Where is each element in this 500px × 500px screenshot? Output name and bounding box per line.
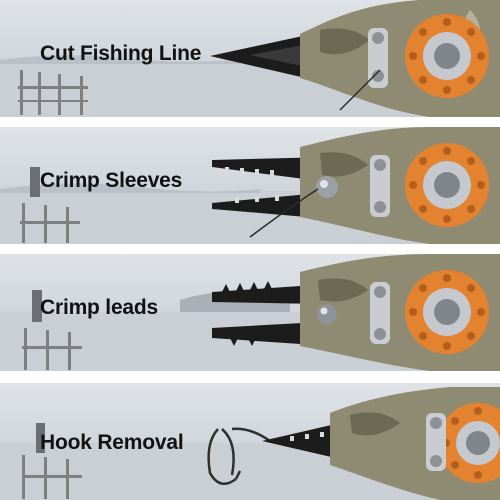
pliers-holding-hook-illustration bbox=[0, 387, 500, 500]
panel-crimp-leads: Crimp leads bbox=[0, 254, 500, 371]
feature-label: Crimp leads bbox=[40, 296, 159, 319]
dock-posts bbox=[20, 167, 80, 243]
pliers-crimping-lead-illustration bbox=[0, 254, 500, 371]
feature-label: Cut Fishing Line bbox=[40, 42, 202, 65]
pliers-illustration bbox=[210, 0, 500, 117]
dock-posts bbox=[22, 290, 82, 370]
pliers-crimping-sleeve-illustration bbox=[0, 127, 500, 244]
panel-hook-removal: Hook Removal bbox=[0, 383, 500, 500]
dock-posts bbox=[22, 423, 82, 499]
dock-posts bbox=[18, 70, 88, 115]
panel-cut-fishing-line: Cut Fishing Line bbox=[0, 0, 500, 117]
feature-label: Hook Removal bbox=[40, 431, 184, 454]
pliers-illustration bbox=[212, 127, 500, 244]
hook-illustration bbox=[207, 427, 271, 486]
panel-crimp-sleeves: Crimp Sleeves bbox=[0, 127, 500, 244]
pliers-illustration bbox=[212, 254, 500, 371]
feature-label: Crimp Sleeves bbox=[40, 169, 183, 192]
pliers-illustration bbox=[262, 387, 500, 500]
pliers-cutting-line-illustration bbox=[0, 0, 500, 117]
